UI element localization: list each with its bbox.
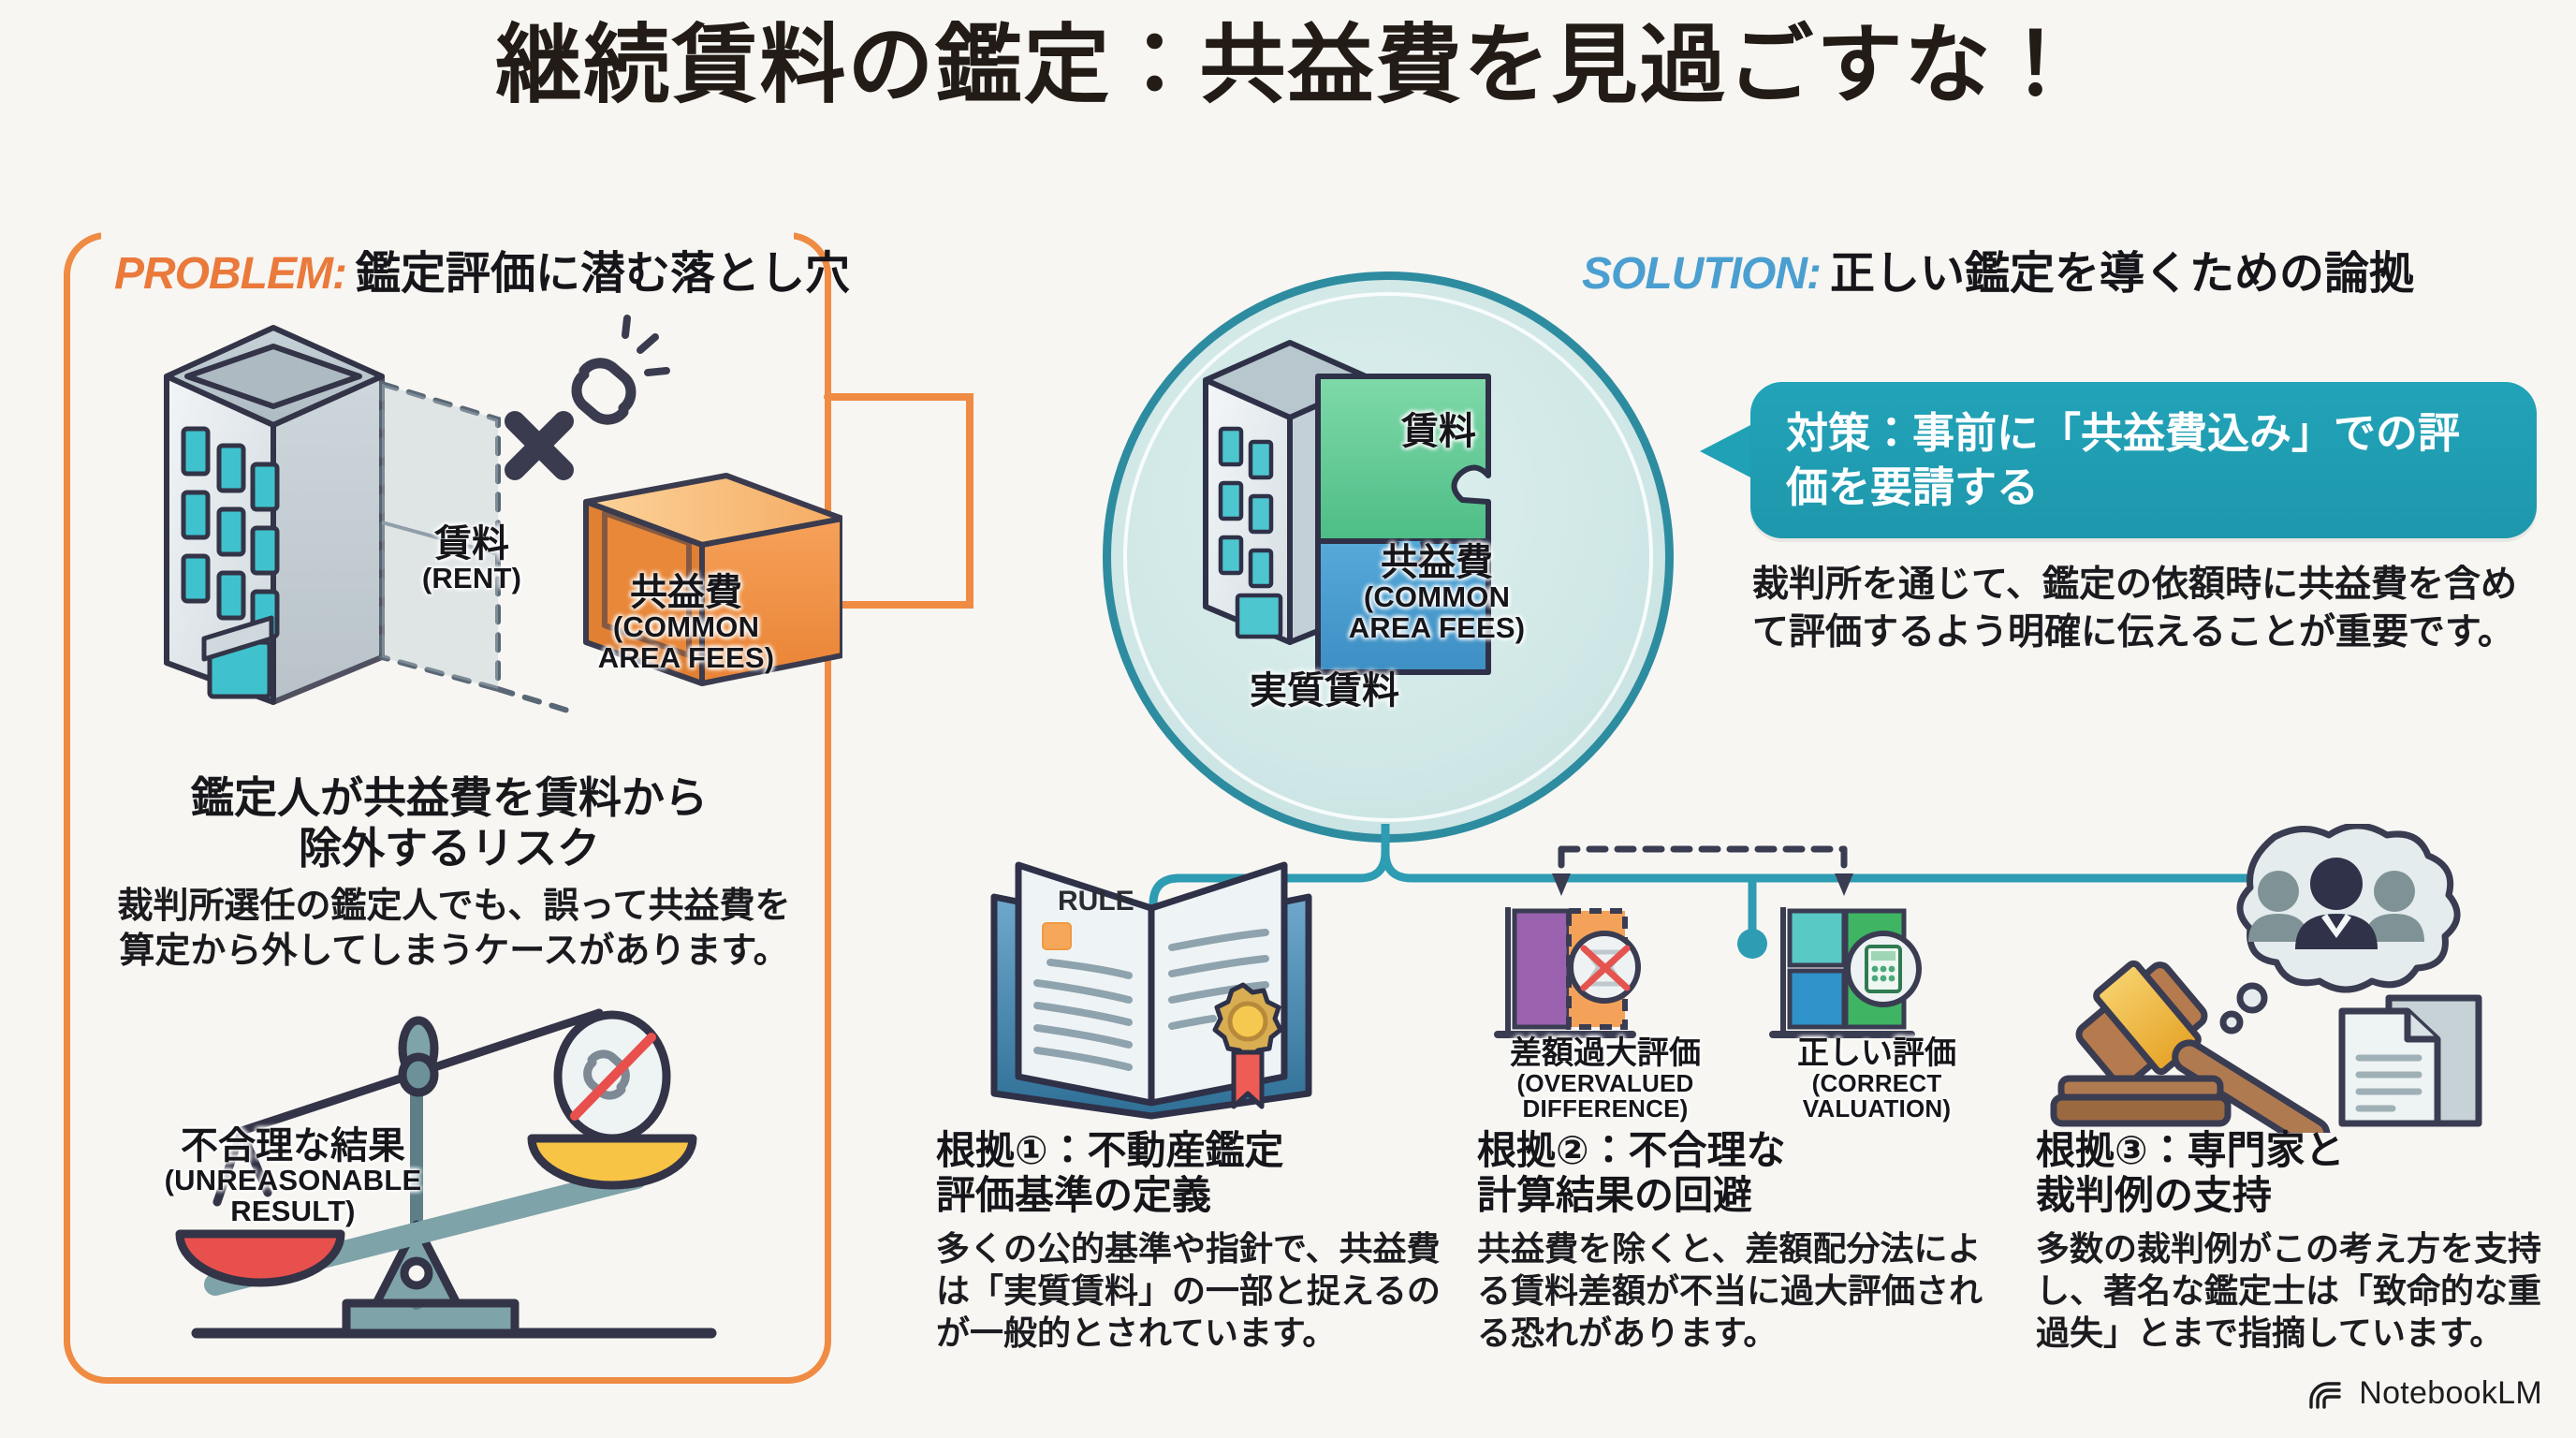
page-title: 継続賃料の鑑定：共益費を見過ごすな！ <box>495 18 2081 113</box>
watermark-label: NotebookLM <box>2359 1375 2542 1411</box>
card-2-body: 共益費を除くと、差額配分法による賃料差額が不当に過大評価される恐れがあります。 <box>1477 1228 1983 1352</box>
center-cafee-en2: AREA FEES) <box>1348 610 1526 644</box>
problem-frame-notch <box>101 215 794 264</box>
center-rent-label-jp: 賃料 <box>1401 411 1476 452</box>
card-1-title: 根拠①：不動産鑑定 評価基準の定義 <box>936 1128 1284 1217</box>
unreasonable-jp: 不合理な結果 <box>181 1125 405 1167</box>
correct-en2: VALUATION) <box>1802 1094 1952 1123</box>
rent-label: 賃料 (RENT) <box>378 524 565 594</box>
card-2-title: 根拠②：不合理な 計算結果の回避 <box>1477 1128 1786 1217</box>
cafee-label-jp: 共益費 <box>630 572 742 613</box>
unreasonable-en2: RESULT) <box>230 1194 356 1227</box>
rule-book-cover-text: RULE <box>1058 886 1134 917</box>
problem-connector-vertical <box>966 393 973 609</box>
correct-jp: 正しい評価 <box>1797 1035 1956 1071</box>
solution-kicker: SOLUTION: <box>1582 249 1822 299</box>
unreasonable-en1: (UNREASONABLE <box>164 1164 422 1196</box>
problem-body-text: 裁判所選任の鑑定人でも、誤って共益費を 算定から外してしまうケースがあります。 <box>117 887 791 971</box>
rent-label-en: (RENT) <box>421 562 522 594</box>
problem-connector-top <box>824 393 973 401</box>
gavel-experts-documents-icon <box>2050 824 2482 1133</box>
problem-kicker: PROBLEM: <box>114 249 347 299</box>
solution-body-text: 裁判所を通じて、鑑定の依額時に共益費を含めて評価するよう明確に伝えることが重要で… <box>1752 565 2518 653</box>
rent-label-jp: 賃料 <box>434 523 509 565</box>
card-3-title: 根拠③：専門家と 裁判例の支持 <box>2036 1128 2345 1217</box>
real-rent-circle-inner-ring <box>1123 292 1653 822</box>
notebooklm-spiral-icon <box>2309 1381 2341 1409</box>
cafee-label-en2: AREA FEES) <box>597 640 775 674</box>
problem-section-header: PROBLEM:鑑定評価に潜む落とし穴 <box>114 236 850 301</box>
problem-heading: 鑑定評価に潜む落とし穴 <box>355 249 850 299</box>
center-cafee-en1: (COMMON <box>1363 580 1511 613</box>
evidence-card-2: 根拠②：不合理な 計算結果の回避 共益費を除くと、差額配分法による賃料差額が不当… <box>1477 1128 2001 1354</box>
notebooklm-watermark: NotebookLM <box>2308 1375 2542 1412</box>
solution-heading: 正しい鑑定を導くための論拠 <box>1829 249 2414 299</box>
overvalued-en1: (OVERVALUED <box>1516 1068 1694 1097</box>
correct-valuation-label: 正しい評価 (CORRECT VALUATION) <box>1760 1035 1994 1123</box>
cafee-label-en1: (COMMON <box>612 610 760 643</box>
evidence-card-3: 根拠③：専門家と 裁判例の支持 多数の裁判例がこの考え方を支持し、著名な鑑定士は… <box>2036 1128 2560 1354</box>
common-area-fee-label: 共益費 (COMMON AREA FEES) <box>560 573 812 673</box>
unreasonable-result-label: 不合理な結果 (UNREASONABLE RESULT) <box>139 1126 447 1226</box>
solution-section-header: SOLUTION:正しい鑑定を導くための論拠 <box>1582 236 2414 301</box>
valuation-comparison-icon <box>1494 845 1922 1038</box>
rule-book-icon: RULE <box>990 861 1312 1120</box>
solution-callout: 対策：事前に「共益費込み」での評価を要請する <box>1750 382 2537 539</box>
card-3-body: 多数の裁判例がこの考え方を支持し、著名な鑑定士は「致命的な重過失」とまで指摘して… <box>2036 1228 2542 1352</box>
correct-en1: (CORRECT <box>1811 1068 1942 1097</box>
center-rent-label: 賃料 <box>1359 412 1518 451</box>
overvalued-difference-label: 差額過大評価 (OVERVALUED DIFFERENCE) <box>1479 1035 1732 1123</box>
building-and-fee-box-illustration <box>164 315 842 714</box>
overvalued-en2: DIFFERENCE) <box>1522 1094 1689 1123</box>
card-1-body: 多くの公的基準や指針で、共益費は「実質賃料」の一部と捉えるのが一般的とされていま… <box>936 1228 1441 1352</box>
evidence-card-1: 根拠①：不動産鑑定 評価基準の定義 多くの公的基準や指針で、共益費は「実質賃料」… <box>936 1128 1460 1354</box>
unbalanced-scale-illustration <box>175 1008 717 1339</box>
problem-connector-bottom <box>824 601 973 609</box>
center-building-puzzle-illustration <box>1203 340 1491 675</box>
overvalued-jp: 差額過大評価 <box>1510 1035 1701 1071</box>
center-common-fee-label: 共益費 (COMMON AREA FEES) <box>1320 543 1554 643</box>
problem-lead-text: 鑑定人が共益費を賃料から 除外するリスク <box>191 773 708 873</box>
callout-tail <box>1700 423 1754 479</box>
center-cafee-jp: 共益費 <box>1381 542 1493 583</box>
real-rent-caption: 実質賃料 <box>1250 670 1399 712</box>
